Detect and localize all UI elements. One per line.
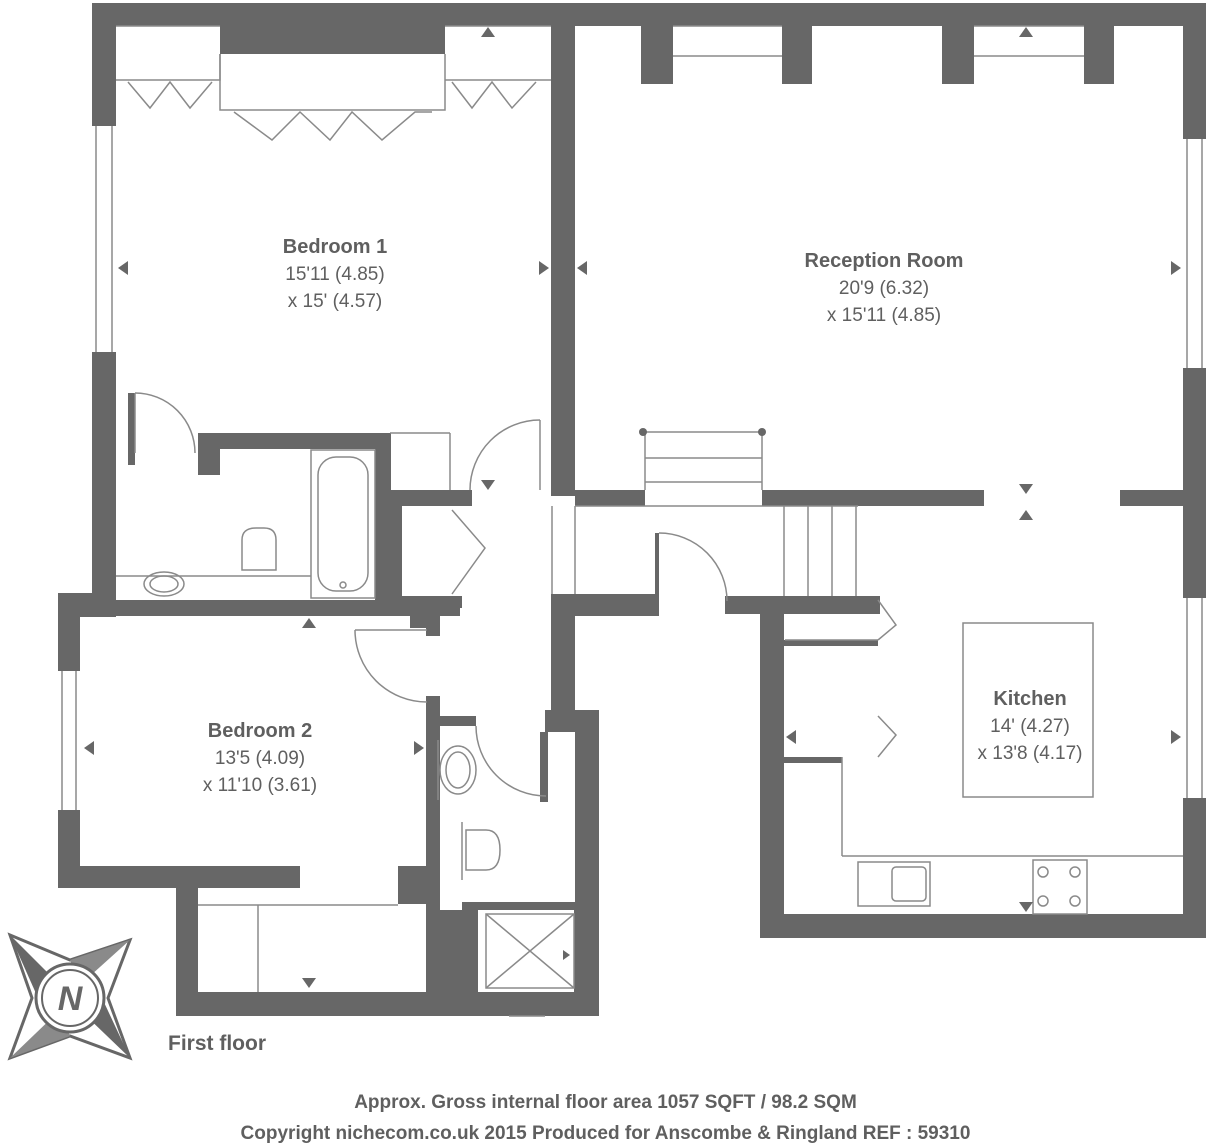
bedroom2-dim1: 13'5 (4.09) [215,748,305,769]
walls [58,3,1206,1016]
wardrobe [116,54,551,142]
floor-label: First floor [168,1032,266,1055]
kitchen-dim1: 14' (4.27) [990,716,1070,737]
bedroom2-dim2: x 11'10 (3.61) [203,775,317,796]
windows [61,25,1203,1017]
reception-dim1: 20'9 (6.32) [839,278,929,299]
compass-icon: N [7,932,133,1061]
ensuite [437,740,575,989]
footer-area: Approx. Gross internal floor area 1057 S… [354,1092,857,1113]
kitchen-fixtures [841,622,1183,915]
doors [134,392,898,797]
reception-dim2: x 15'11 (4.85) [827,305,941,326]
bathroom [116,432,451,599]
bedroom2-name: Bedroom 2 [208,720,312,742]
bedroom1-dim2: x 15' (4.57) [288,291,382,312]
bedroom2-wardrobe [198,904,398,992]
bedroom1-name: Bedroom 1 [283,236,387,258]
kitchen-name: Kitchen [993,688,1066,710]
stairs [575,431,858,596]
footer-copyright: Copyright nichecom.co.uk 2015 Produced f… [240,1123,971,1144]
bedroom1-dim1: 15'11 (4.85) [285,264,384,285]
kitchen-dim2: x 13'8 (4.17) [977,743,1082,764]
dimension-arrows [84,27,1181,988]
reception-name: Reception Room [805,250,964,272]
compass-letter: N [58,980,84,1018]
